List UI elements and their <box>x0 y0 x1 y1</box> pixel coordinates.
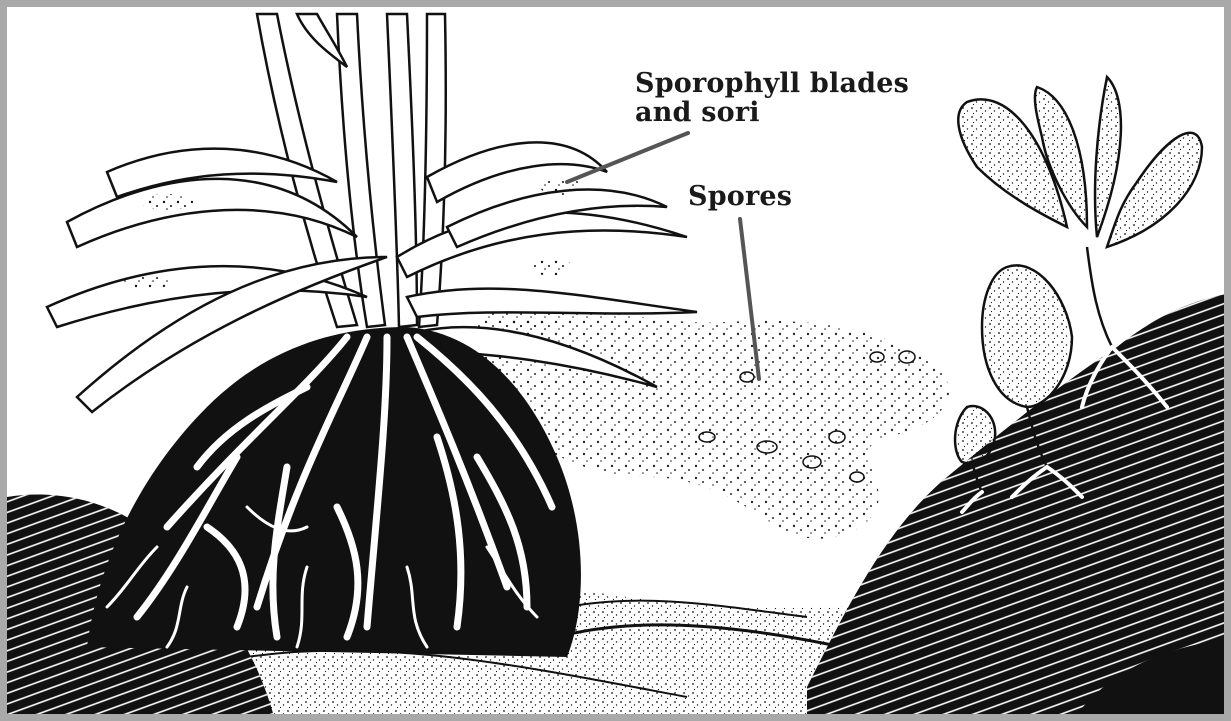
spores-label: Spores <box>688 182 792 211</box>
sporophyll-blades-label: Sporophyll blades and sori <box>635 69 909 127</box>
sporophyll-label-line1: Sporophyll blades <box>635 69 909 98</box>
sporophyll-label-line2: and sori <box>635 98 909 127</box>
kelp-life-cycle-illustration <box>7 7 1231 721</box>
